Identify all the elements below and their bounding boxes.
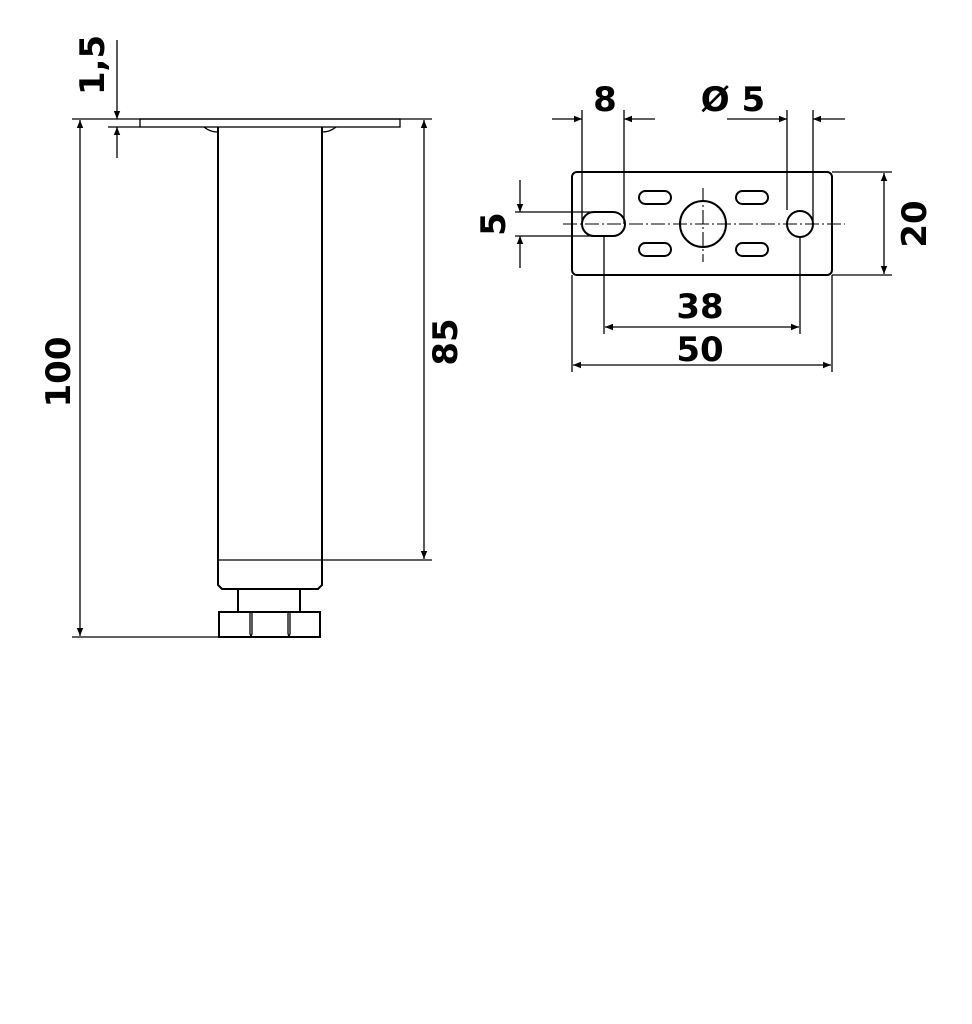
dim-label-diameter: Ø 5 [701,80,765,120]
dim-label-8: 8 [593,80,617,120]
small-slot [735,190,769,205]
adjuster-stem [237,588,301,613]
weld-fillets [203,126,337,133]
dim-label-100: 100 [39,337,79,408]
dim-label-50: 50 [676,330,723,370]
plate-view: 8 Ø 5 5 20 38 50 [474,80,935,372]
adjuster-nut [218,611,321,638]
mounting-plate [139,118,401,128]
small-slot [638,242,672,257]
dim-label-38: 38 [676,287,723,327]
small-slot [735,242,769,257]
side-view: 100 85 1,5 [39,35,466,638]
dim-label-20: 20 [895,200,935,247]
small-slot [638,190,672,205]
dim-label-1-5: 1,5 [73,35,113,95]
dim-label-85: 85 [426,318,466,365]
leg-tube [217,127,323,590]
dim-label-5: 5 [474,212,514,236]
